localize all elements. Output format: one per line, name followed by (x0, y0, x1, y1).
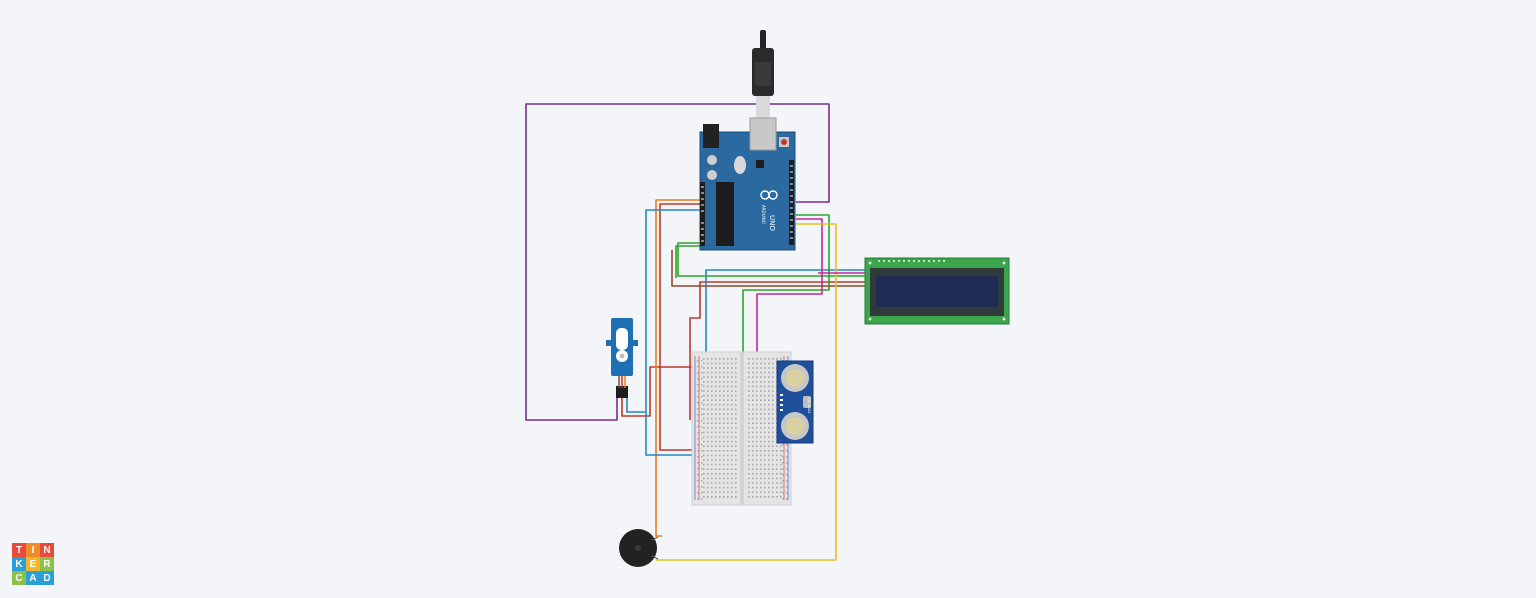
breadboard[interactable] (691, 351, 792, 506)
logo-letter: N (40, 543, 54, 557)
board-model-label: UNO (768, 215, 776, 231)
wire-red-lcd[interactable] (689, 281, 865, 420)
ultrasonic-sensor[interactable]: HC-SR04 (776, 360, 814, 444)
logo-letter: C (12, 571, 26, 585)
logo-letter: I (26, 543, 40, 557)
wire-blue-2[interactable] (626, 396, 645, 413)
power-analog-header[interactable] (700, 182, 705, 246)
piezo-buzzer[interactable] (619, 529, 659, 567)
micro-servo[interactable] (606, 318, 638, 398)
logo-letter: D (40, 571, 54, 585)
arduino-uno-board[interactable]: UNO ARDUINO (699, 117, 796, 251)
wire-green-1[interactable] (677, 242, 865, 277)
logo-letter: R (40, 557, 54, 571)
wire-orange[interactable] (655, 199, 700, 537)
logo-letter: K (12, 557, 26, 571)
logo-letter: T (12, 543, 26, 557)
wire-purple[interactable] (525, 103, 830, 421)
breadboard-holes[interactable] (697, 358, 788, 500)
logo-letter: E (26, 557, 40, 571)
wire-red-bb[interactable] (621, 366, 697, 417)
sensor-label: HC-SR04 (807, 398, 811, 414)
lcd-screen (876, 276, 998, 307)
servo-connector[interactable] (616, 386, 628, 398)
board-brand-label: ARDUINO (761, 205, 766, 224)
wire-brown[interactable] (671, 250, 865, 287)
reset-button[interactable] (781, 139, 787, 145)
atmega-chip (716, 182, 734, 246)
wire-green-3[interactable] (675, 245, 700, 278)
lcd-16x2[interactable] (864, 257, 1010, 325)
wire-blue-1[interactable] (645, 209, 700, 456)
arduino-logo-icon (760, 190, 778, 200)
wire-yellow[interactable] (656, 223, 837, 561)
wire-red-servo[interactable] (659, 203, 700, 451)
logo-letter: A (26, 571, 40, 585)
usb-cable[interactable] (752, 30, 774, 118)
wire-blue-lcd[interactable] (705, 269, 865, 376)
